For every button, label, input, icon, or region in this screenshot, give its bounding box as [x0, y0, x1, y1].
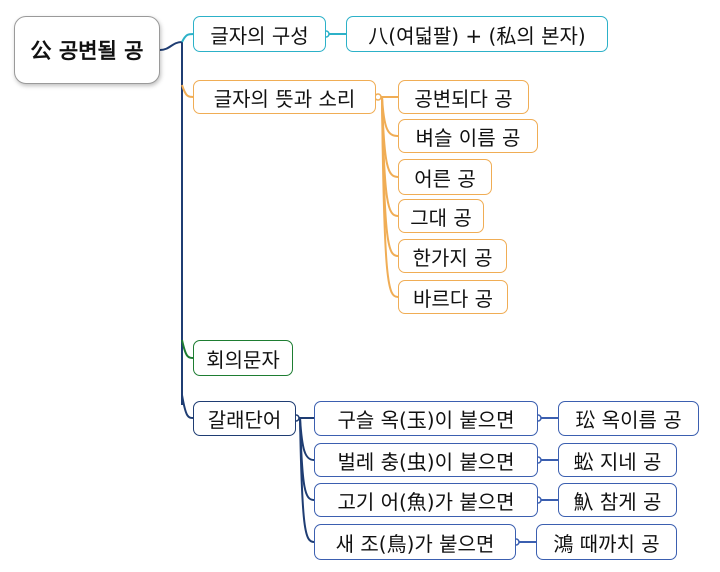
- meaning-item-label: 벼슬 이름 공: [415, 125, 521, 150]
- word-result-label: 蚣 지네 공: [573, 449, 662, 474]
- meaning-item-label: 어른 공: [414, 166, 476, 191]
- words-label: 갈래단어: [207, 408, 282, 432]
- branch-connector-meaning: [181, 84, 195, 98]
- meaning-item-3[interactable]: 어른 공: [398, 159, 492, 195]
- meaning-item-label: 한가지 공: [412, 245, 493, 270]
- category-label: 회의문자: [206, 347, 280, 372]
- word-node-3[interactable]: 고기 어(魚)가 붙으면: [314, 483, 538, 517]
- composition-child-node[interactable]: 八(여덟팔) + (私의 본자): [346, 16, 608, 52]
- meaning-item-label: 공변되다 공: [414, 86, 513, 111]
- word-label: 벌레 충(虫)이 붙으면: [337, 449, 515, 474]
- word-node-1[interactable]: 구슬 옥(玉)이 붙으면: [314, 401, 538, 436]
- meaning-item-6[interactable]: 바르다 공: [398, 280, 508, 314]
- word-label: 새 조(鳥)가 붙으면: [335, 531, 495, 556]
- word-label: 고기 어(魚)가 붙으면: [337, 489, 515, 514]
- meaning-fan: [376, 96, 399, 298]
- meaning-item-2[interactable]: 벼슬 이름 공: [398, 119, 538, 153]
- word-node-2[interactable]: 벌레 충(虫)이 붙으면: [314, 443, 538, 477]
- word-label: 구슬 옥(玉)이 붙으면: [337, 408, 515, 432]
- composition-label: 글자의 구성: [210, 23, 309, 48]
- meaning-item-label: 바르다 공: [413, 286, 493, 311]
- composition-child-label: 八(여덟팔) + (私의 본자): [368, 23, 586, 48]
- composition-node[interactable]: 글자의 구성: [193, 16, 326, 52]
- word-result-3[interactable]: 魞 참게 공: [558, 483, 677, 517]
- word-result-2[interactable]: 蚣 지네 공: [558, 443, 677, 477]
- branch-connector-composition: [181, 33, 195, 43]
- root-node[interactable]: 公 공변될 공: [14, 16, 160, 84]
- word-result-label: 魞 참게 공: [573, 489, 662, 514]
- word-node-4[interactable]: 새 조(鳥)가 붙으면: [314, 524, 516, 560]
- branch-connector-category: [181, 339, 195, 359]
- words-node[interactable]: 갈래단어: [193, 401, 296, 436]
- meaning-item-label: 그대 공: [410, 205, 472, 230]
- word-result-label: 玜 옥이름 공: [575, 408, 682, 432]
- meaning-label: 글자의 뜻과 소리: [213, 86, 356, 111]
- category-node[interactable]: 회의문자: [193, 340, 293, 376]
- meaning-node[interactable]: 글자의 뜻과 소리: [193, 80, 376, 114]
- branch-connector-words: [181, 394, 195, 419]
- words-fan: [296, 417, 315, 543]
- word-result-1[interactable]: 玜 옥이름 공: [558, 401, 699, 436]
- meaning-item-1[interactable]: 공변되다 공: [398, 80, 529, 114]
- word-result-label: 鴻 때까치 공: [553, 531, 660, 556]
- root-label: 公 공변될 공: [30, 39, 144, 63]
- word-result-4[interactable]: 鴻 때까치 공: [536, 524, 677, 560]
- meaning-item-5[interactable]: 한가지 공: [398, 239, 507, 273]
- meaning-item-4[interactable]: 그대 공: [398, 199, 484, 233]
- root-connector: [159, 41, 183, 51]
